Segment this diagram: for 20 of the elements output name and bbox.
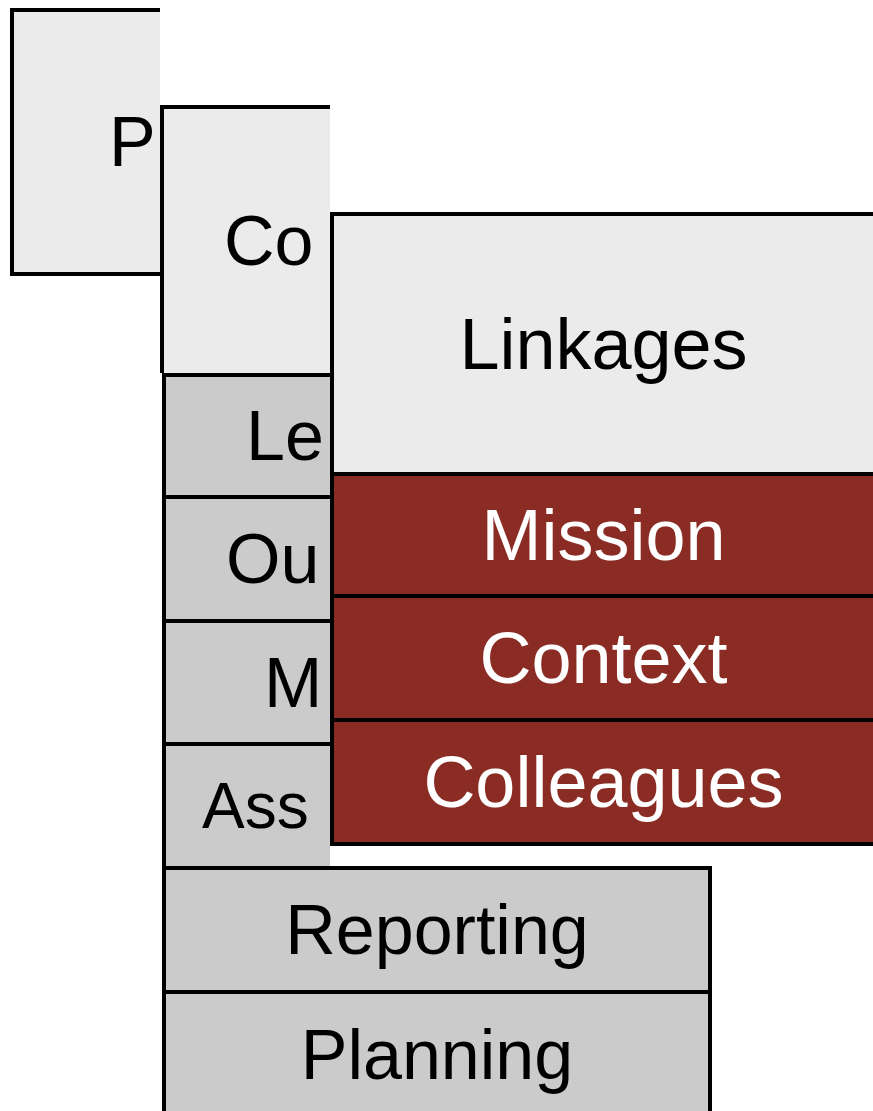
stack-row [162,619,330,742]
stack-row [162,990,712,1111]
row-label: Le [246,401,324,471]
stack-row [162,373,330,495]
stack-row [162,495,330,619]
row-label: Ass [202,774,309,838]
highlight-row [330,598,873,722]
highlight-row [330,476,873,598]
row-label: M [264,647,323,718]
header-card [160,105,330,373]
card-label: Co [224,206,314,276]
header-card [10,8,160,276]
stack-row [162,866,712,990]
highlight-row [330,722,873,846]
row-label: Context [479,622,728,694]
stack-row [162,742,330,866]
row-label: Ou [226,524,320,594]
row-label: Mission [481,499,726,571]
card-label: P [109,107,156,177]
header-card [330,212,873,476]
